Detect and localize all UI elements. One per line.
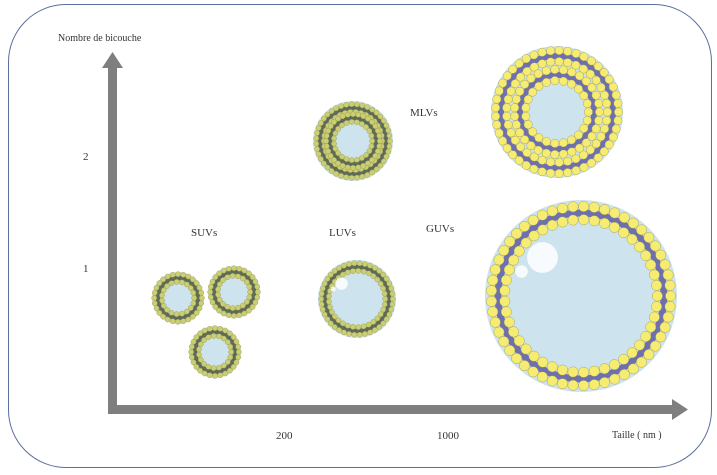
x-tick-1000: 1000 xyxy=(437,430,459,442)
inner-head-ring xyxy=(521,76,593,148)
x-axis-line xyxy=(108,405,674,414)
outer-head-ring xyxy=(207,265,261,319)
inner-head-ring xyxy=(159,279,197,317)
label-luvs: LUVs xyxy=(329,227,356,239)
bilayer-2 xyxy=(323,111,383,171)
outer-head-ring xyxy=(318,260,396,338)
axes xyxy=(102,52,688,420)
outer-head-ring xyxy=(486,201,677,391)
y-axis-label: Nombre de bicouche xyxy=(58,33,142,44)
suv-vesicle-1 xyxy=(151,271,205,325)
y-axis-line xyxy=(108,66,117,414)
x-axis-label: Taille ( nm ) xyxy=(612,430,662,441)
highlight xyxy=(335,277,348,290)
y-tick-2: 2 xyxy=(83,151,89,163)
bilayer-1 xyxy=(151,271,205,325)
suv-vesicle-3 xyxy=(188,325,242,379)
outer-head-ring xyxy=(188,325,242,379)
inner-head-ring xyxy=(326,268,388,330)
highlight-small xyxy=(515,265,528,278)
x-axis-arrowhead xyxy=(672,399,688,420)
y-axis-arrowhead xyxy=(102,52,123,68)
inner-head-ring xyxy=(499,214,663,378)
highlight-small xyxy=(330,286,336,292)
outer-head-ring xyxy=(510,65,604,159)
vesicles xyxy=(151,46,677,392)
outer-head-ring xyxy=(313,101,393,181)
highlight xyxy=(527,242,558,273)
inner-head-ring xyxy=(215,273,253,311)
bilayer-2 xyxy=(510,65,604,159)
suv-vesicle-2 xyxy=(207,265,261,319)
mlv-vesicle-large xyxy=(491,46,623,178)
inner-head-ring xyxy=(196,333,234,371)
y-tick-1: 1 xyxy=(83,263,89,275)
bilayer-1 xyxy=(313,101,393,181)
outer-head-ring xyxy=(323,111,383,171)
bilayer-1 xyxy=(486,201,677,391)
bilayer-1 xyxy=(188,325,242,379)
label-guvs: GUVs xyxy=(426,223,455,235)
bilayer-1 xyxy=(318,260,396,338)
inner-head-ring xyxy=(502,57,612,167)
bilayer-1 xyxy=(491,46,623,178)
x-tick-200: 200 xyxy=(276,430,293,442)
mlv-vesicle-small xyxy=(313,101,393,181)
inner-head-ring xyxy=(331,119,375,163)
guv-vesicle xyxy=(485,200,677,392)
outer-head-ring xyxy=(491,46,623,178)
bilayer-1 xyxy=(207,265,261,319)
label-suvs: SUVs xyxy=(191,227,218,239)
label-mlvs: MLVs xyxy=(410,107,438,119)
outer-head-ring xyxy=(151,271,205,325)
luv-vesicle xyxy=(318,260,396,338)
